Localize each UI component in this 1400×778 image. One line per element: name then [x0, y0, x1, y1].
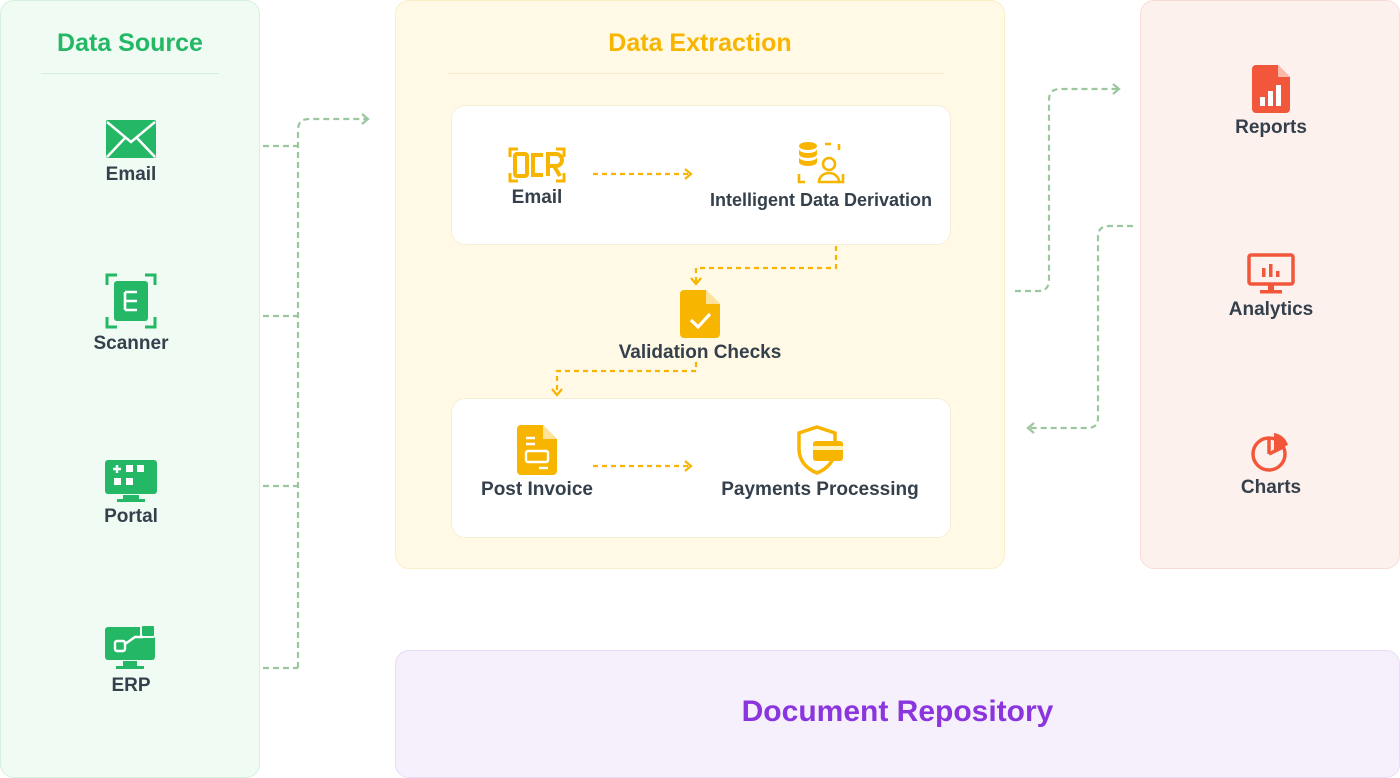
post-invoice-step-label: Post Invoice — [481, 479, 593, 500]
derivation-step[interactable]: Intelligent Data Derivation — [696, 140, 946, 211]
source-item-scanner-label: Scanner — [93, 333, 169, 354]
database-user-icon — [797, 142, 845, 184]
data-source-panel: Data Source Email Scanner Portal — [0, 0, 260, 778]
source-item-scanner[interactable]: Scanner — [1, 273, 261, 355]
connector-source-to-extraction — [296, 113, 370, 668]
output-item-charts[interactable]: Charts — [1141, 431, 1400, 499]
data-source-title: Data Source — [57, 29, 203, 57]
data-extraction-divider — [448, 73, 944, 74]
document-repository-panel: Document Repository — [395, 650, 1400, 778]
invoice-icon — [517, 425, 557, 475]
source-item-email[interactable]: Email — [1, 120, 261, 186]
ocr-step[interactable]: Email — [477, 147, 597, 209]
scanner-icon — [105, 273, 157, 329]
data-extraction-title: Data Extraction — [608, 29, 792, 57]
source-item-portal-label: Portal — [104, 506, 158, 527]
analytics-monitor-icon — [1247, 253, 1295, 294]
ocr-icon — [508, 147, 566, 183]
source-item-portal[interactable]: Portal — [1, 460, 261, 528]
output-item-analytics[interactable]: Analytics — [1141, 253, 1400, 321]
document-repository-title: Document Repository — [741, 695, 1054, 728]
derivation-step-label: Intelligent Data Derivation — [709, 190, 933, 210]
file-check-icon — [680, 290, 720, 338]
source-item-erp-label: ERP — [111, 675, 151, 696]
erp-monitor-icon — [105, 625, 156, 669]
data-source-divider — [41, 73, 219, 74]
pie-chart-icon — [1251, 433, 1288, 472]
connector-extraction-to-output — [1015, 83, 1121, 293]
portal-icon — [105, 460, 157, 502]
ocr-step-label: Email — [511, 187, 563, 208]
validation-step-label: Validation Checks — [618, 342, 782, 363]
connector-output-back-to-extraction — [1026, 224, 1133, 434]
report-chart-icon — [1252, 65, 1290, 113]
shield-card-icon — [797, 425, 843, 475]
envelope-icon — [106, 120, 156, 158]
output-item-reports-label: Reports — [1235, 117, 1307, 138]
output-item-reports[interactable]: Reports — [1141, 65, 1400, 139]
source-item-erp[interactable]: ERP — [1, 625, 261, 697]
source-item-email-label: Email — [105, 164, 157, 185]
output-panel: Reports Analytics Charts — [1140, 0, 1400, 569]
output-item-analytics-label: Analytics — [1228, 299, 1314, 320]
payments-step[interactable]: Payments Processing — [696, 425, 944, 501]
post-invoice-step[interactable]: Post Invoice — [457, 425, 617, 501]
data-extraction-panel: Data Extraction Email Intelligent Data D… — [395, 0, 1005, 569]
output-item-charts-label: Charts — [1240, 477, 1302, 498]
validation-step[interactable]: Validation Checks — [600, 290, 800, 364]
payments-step-label: Payments Processing — [721, 479, 919, 500]
